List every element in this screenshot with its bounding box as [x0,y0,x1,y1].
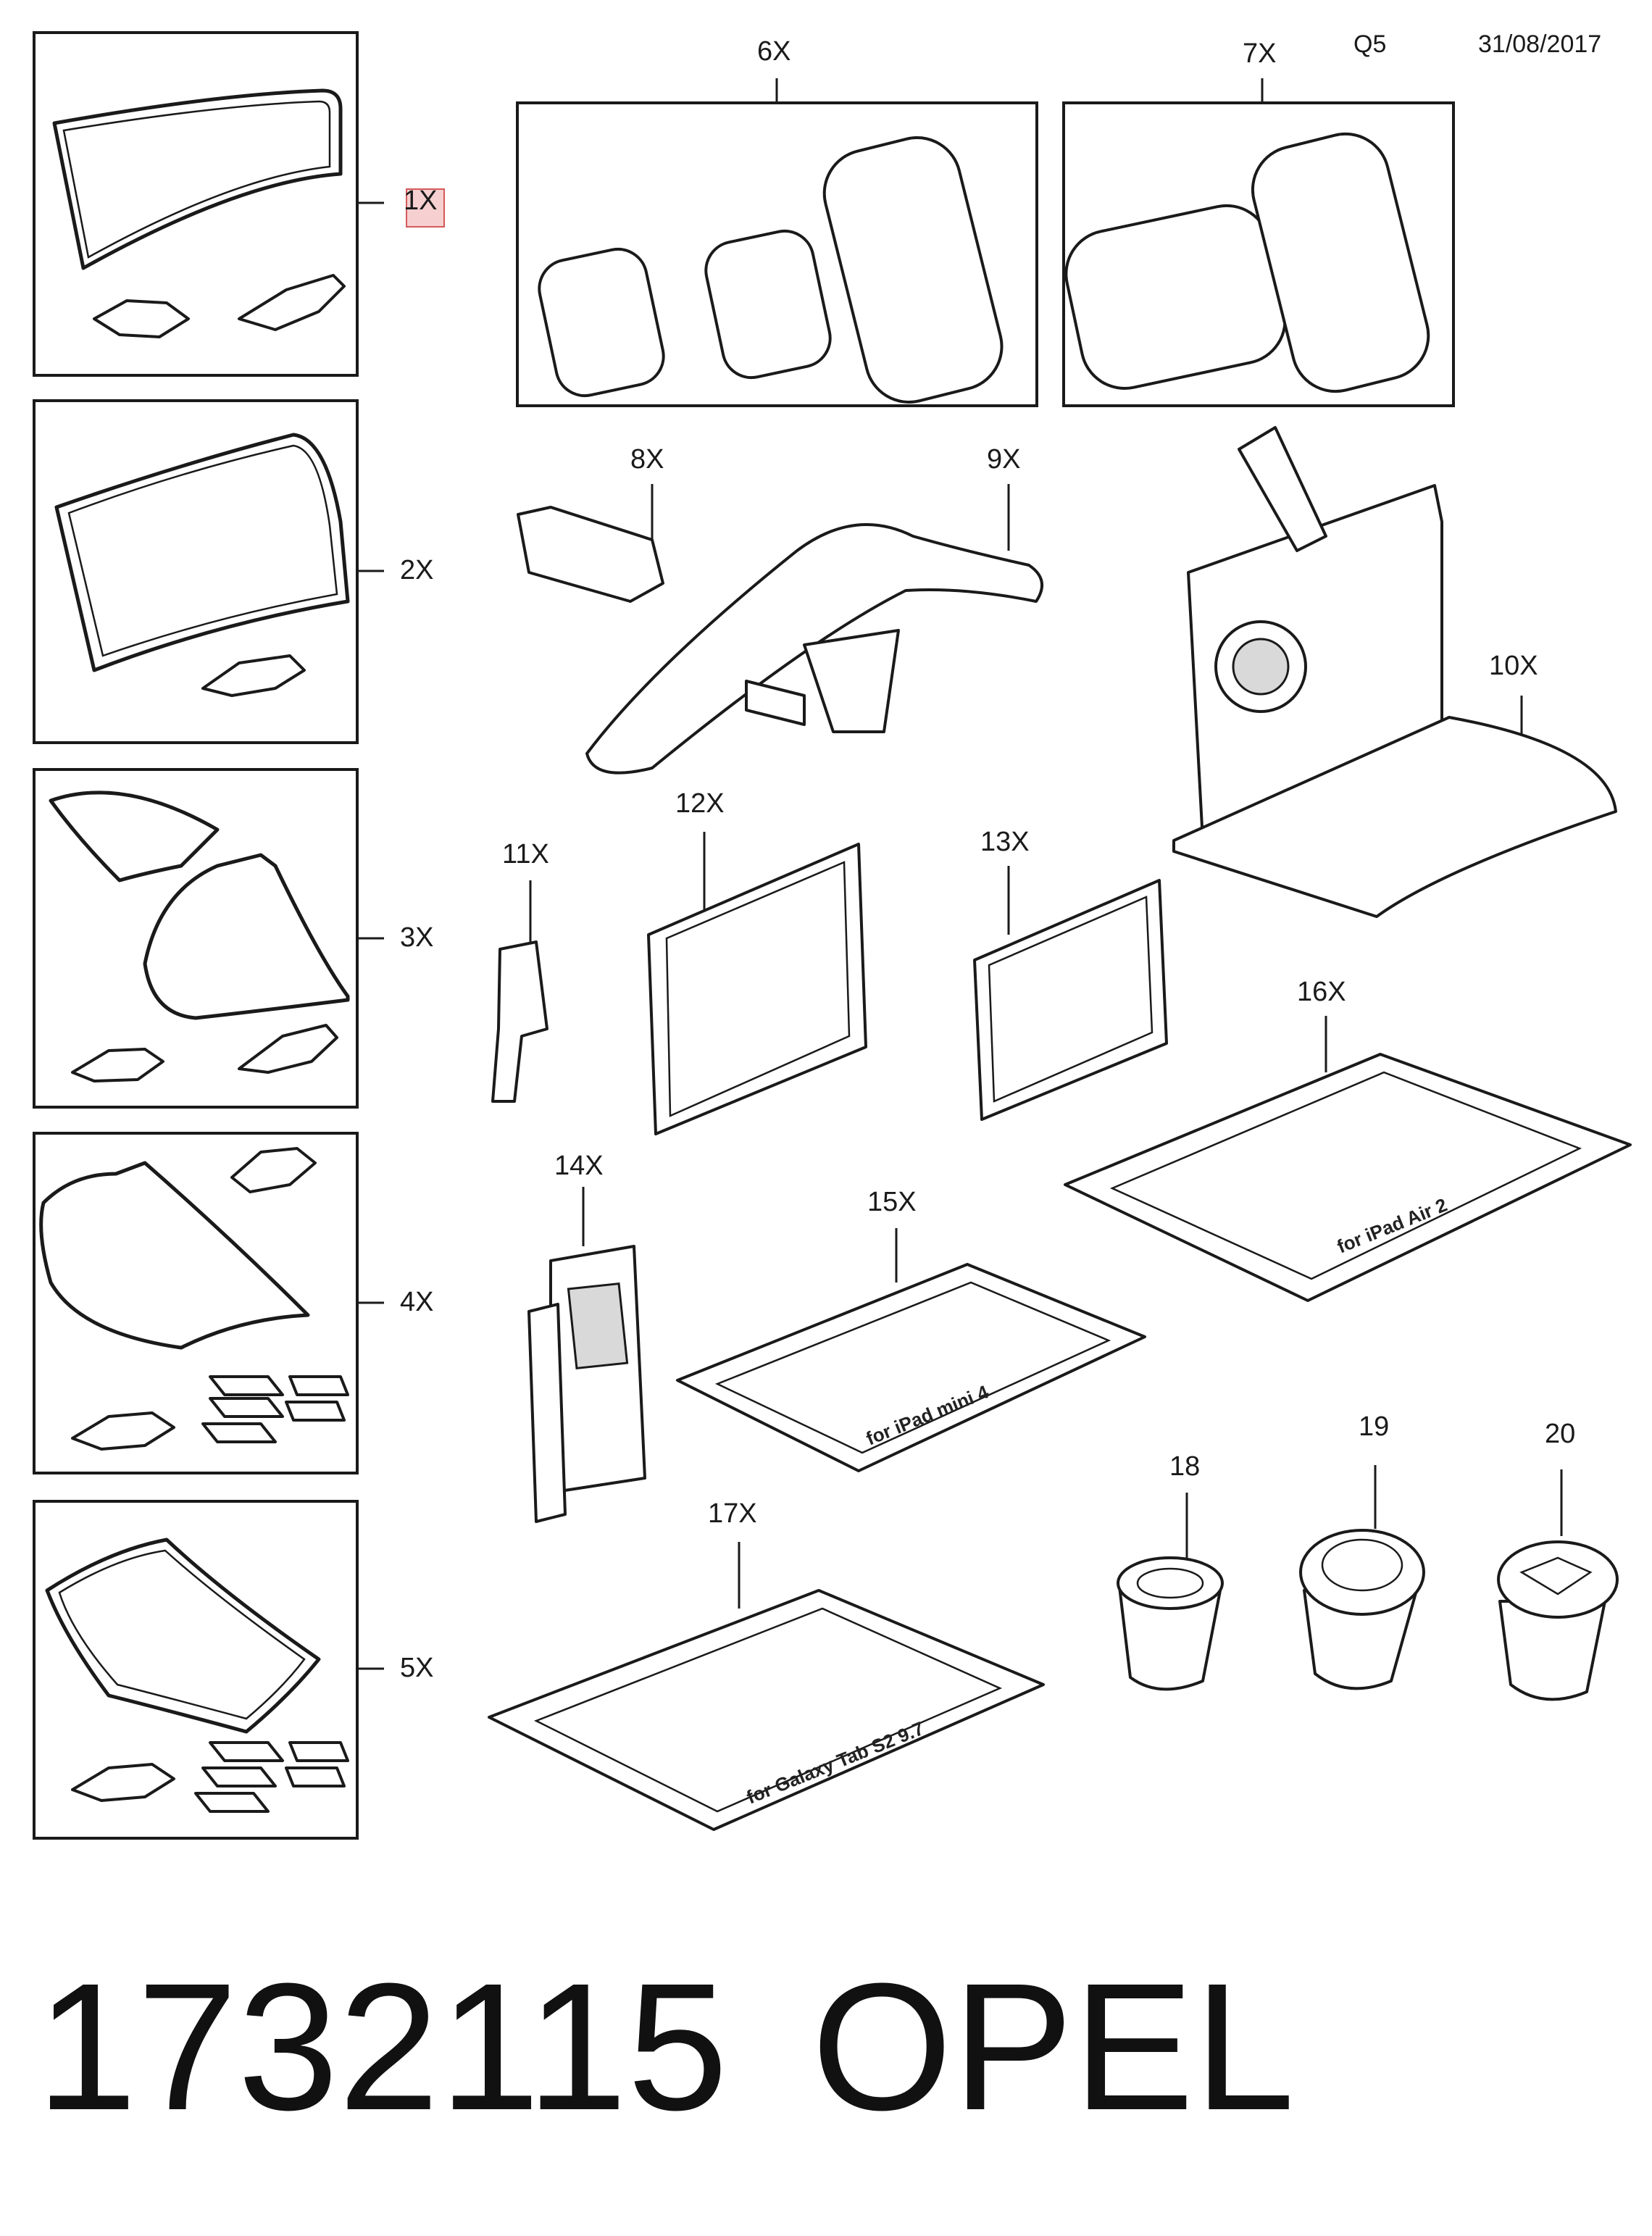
header-date: 31/08/2017 [1478,30,1602,58]
callout-6x[interactable]: 6X [757,36,791,67]
callout-4x[interactable]: 4X [400,1287,434,1317]
callout-7x[interactable]: 7X [1243,38,1277,69]
part-8-clip [517,484,664,603]
brand-name: OPEL [812,1945,1295,2148]
pedal-set-7 [1062,78,1455,407]
part-11-hook [491,880,548,1103]
header-code: Q5 [1353,30,1387,58]
callout-15x[interactable]: 15X [867,1187,917,1217]
panel-3-window-film [33,768,359,1109]
callout-17x[interactable]: 17X [708,1498,757,1529]
part-10-tray-mount [1172,426,1617,918]
part-12-tablet-holder [647,832,867,1135]
highlight-marker [406,188,445,228]
panel-5-window-film [33,1500,359,1840]
callout-19[interactable]: 19 [1359,1411,1390,1442]
pedal-set-6 [516,78,1038,407]
part-15-ipad-mini-frame: for iPad mini 4 [676,1228,1146,1472]
callout-16x[interactable]: 16X [1297,977,1346,1007]
part-16-ipad-air-frame: for iPad Air 2 [1064,1016,1632,1302]
part-18-cup-insert [1117,1493,1224,1691]
part-19-cup-insert [1299,1465,1425,1690]
callout-3x[interactable]: 3X [400,922,434,953]
panel-1-window-film [33,31,359,377]
part-9-hanger [585,484,1043,775]
part-13-tablet-holder [973,866,1168,1121]
part-17-galaxy-tab-frame: for Galaxy Tab S2 9.7 [488,1542,1045,1831]
panel-4-window-film [33,1132,359,1474]
callout-14x[interactable]: 14X [554,1151,604,1181]
part-14-phone-holder [527,1187,646,1523]
callout-11x[interactable]: 11X [502,839,549,869]
callout-10x[interactable]: 10X [1489,651,1538,681]
callout-1x[interactable]: 1X [404,185,438,216]
callout-5x[interactable]: 5X [400,1653,434,1683]
callout-8x[interactable]: 8X [630,444,664,475]
callout-13x[interactable]: 13X [980,827,1030,857]
callout-12x[interactable]: 12X [675,788,725,819]
callout-20[interactable]: 20 [1545,1419,1576,1449]
part-number: 1732115 [36,1945,728,2148]
callout-18[interactable]: 18 [1169,1451,1201,1482]
callout-9x[interactable]: 9X [987,444,1021,475]
panel-2-window-film [33,399,359,744]
callout-2x[interactable]: 2X [400,555,434,585]
part-20-cup-insert [1497,1469,1619,1701]
